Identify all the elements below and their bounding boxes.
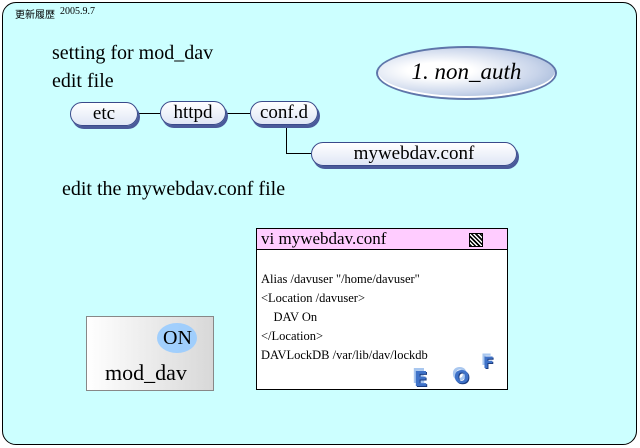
connector xyxy=(226,113,250,114)
code-line: Alias /davuser "/home/davuser" xyxy=(261,272,420,286)
heading-line2: edit file xyxy=(52,70,114,92)
path-node-file: mywebdav.conf xyxy=(311,142,517,166)
path-node-httpd: httpd xyxy=(160,101,226,125)
editor-titlebar: vi mywebdav.conf xyxy=(257,229,507,250)
editor-content: Alias /davuser "/home/davuser" <Location… xyxy=(257,250,507,365)
header-date: 2005.9.7 xyxy=(60,6,95,17)
connector xyxy=(286,153,311,154)
header-title: 更新履歴 xyxy=(15,10,55,21)
eof-e-icon: E xyxy=(414,367,428,391)
editor-title: vi mywebdav.conf xyxy=(261,229,387,248)
instruction-text: edit the mywebdav.conf file xyxy=(62,178,286,200)
module-card: ON mod_dav xyxy=(86,316,214,391)
module-status: ON xyxy=(163,327,192,349)
path-node-confd: conf.d xyxy=(250,101,318,125)
section-badge: 1. non_auth xyxy=(376,46,557,100)
module-name: mod_dav xyxy=(105,360,187,385)
swirl-icon xyxy=(157,323,197,353)
eof-o-icon: O xyxy=(454,367,470,388)
connector xyxy=(138,113,160,114)
code-line: </Location> xyxy=(261,329,323,343)
eof-f-icon: F xyxy=(483,353,494,372)
code-line: <Location /davuser> xyxy=(261,291,365,305)
hatch-icon xyxy=(469,233,483,247)
code-line: DAVLockDB /var/lib/dav/lockdb xyxy=(261,348,428,362)
path-node-etc: etc xyxy=(70,102,138,126)
connector xyxy=(286,127,287,154)
code-line: DAV On xyxy=(261,310,318,324)
heading-line1: setting for mod_dav xyxy=(52,42,214,64)
editor-window: vi mywebdav.conf Alias /davuser "/home/d… xyxy=(256,228,508,391)
